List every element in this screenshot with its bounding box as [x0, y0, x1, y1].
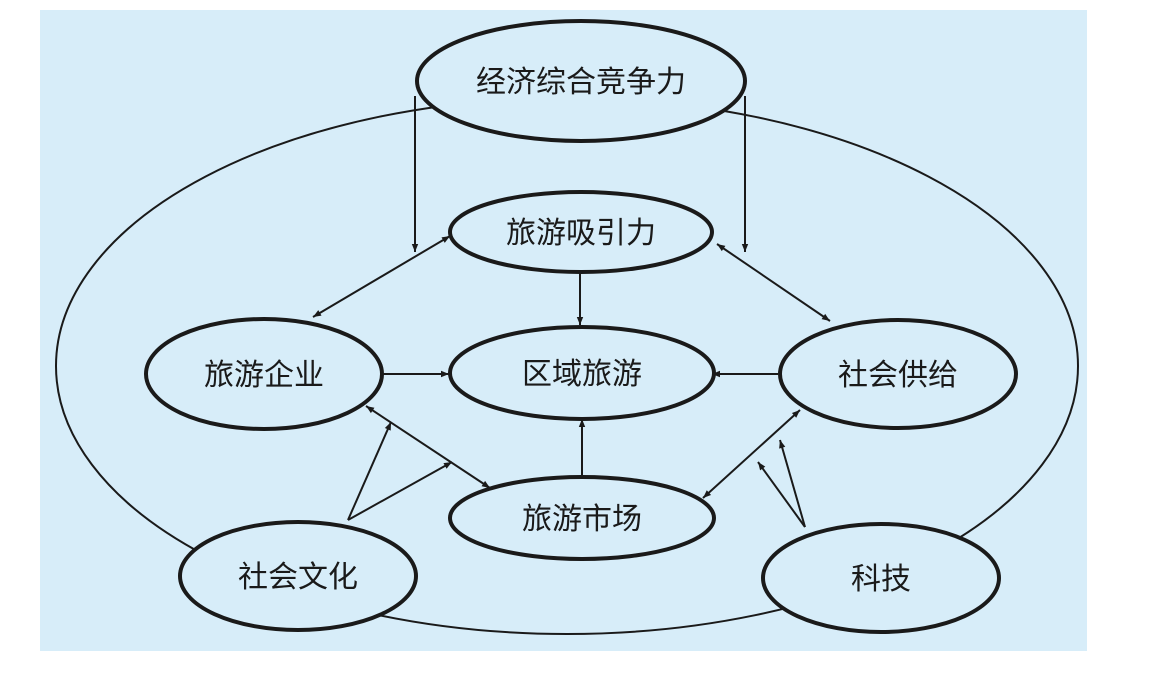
node-label-social-supply: 社会供给	[838, 358, 958, 393]
node-label-economic-competitiveness: 经济综合竞争力	[476, 65, 686, 100]
node-ellipse	[415, 19, 747, 143]
node-ellipse	[448, 190, 714, 274]
node-tourism-attraction: 旅游吸引力	[448, 190, 714, 274]
node-social-culture: 社会文化	[178, 520, 418, 632]
node-label-regional-tourism: 区域旅游	[522, 357, 642, 392]
node-label-tourism-enterprise: 旅游企业	[204, 358, 324, 393]
arrow-tech-supply-2	[779, 439, 806, 528]
node-label-tourism-attraction: 旅游吸引力	[506, 216, 656, 251]
node-label-tourism-market: 旅游市场	[522, 502, 642, 537]
arrow-attraction-supply	[716, 243, 831, 322]
arrow-supply-market	[702, 409, 801, 499]
arrow-culture-enterprise	[347, 421, 392, 521]
node-ellipse	[144, 317, 384, 431]
arrow-tech-supply-1	[757, 461, 806, 528]
node-ellipse	[778, 318, 1018, 430]
node-technology: 科技	[761, 522, 1001, 634]
node-label-technology: 科技	[851, 562, 911, 597]
arrow-culture-market	[347, 461, 453, 521]
node-ellipse	[448, 475, 716, 561]
node-tourism-enterprise: 旅游企业	[144, 317, 384, 431]
node-ellipse	[448, 325, 716, 421]
arrow-attraction-enterprise	[312, 235, 451, 318]
node-ellipse	[761, 522, 1001, 634]
node-tourism-market: 旅游市场	[448, 475, 716, 561]
node-ellipse	[178, 520, 418, 632]
node-social-supply: 社会供给	[778, 318, 1018, 430]
node-economic-competitiveness: 经济综合竞争力	[415, 19, 747, 143]
arrow-enterprise-market	[365, 405, 491, 489]
node-label-social-culture: 社会文化	[238, 560, 358, 595]
node-regional-tourism: 区域旅游	[448, 325, 716, 421]
connectors	[312, 96, 831, 528]
